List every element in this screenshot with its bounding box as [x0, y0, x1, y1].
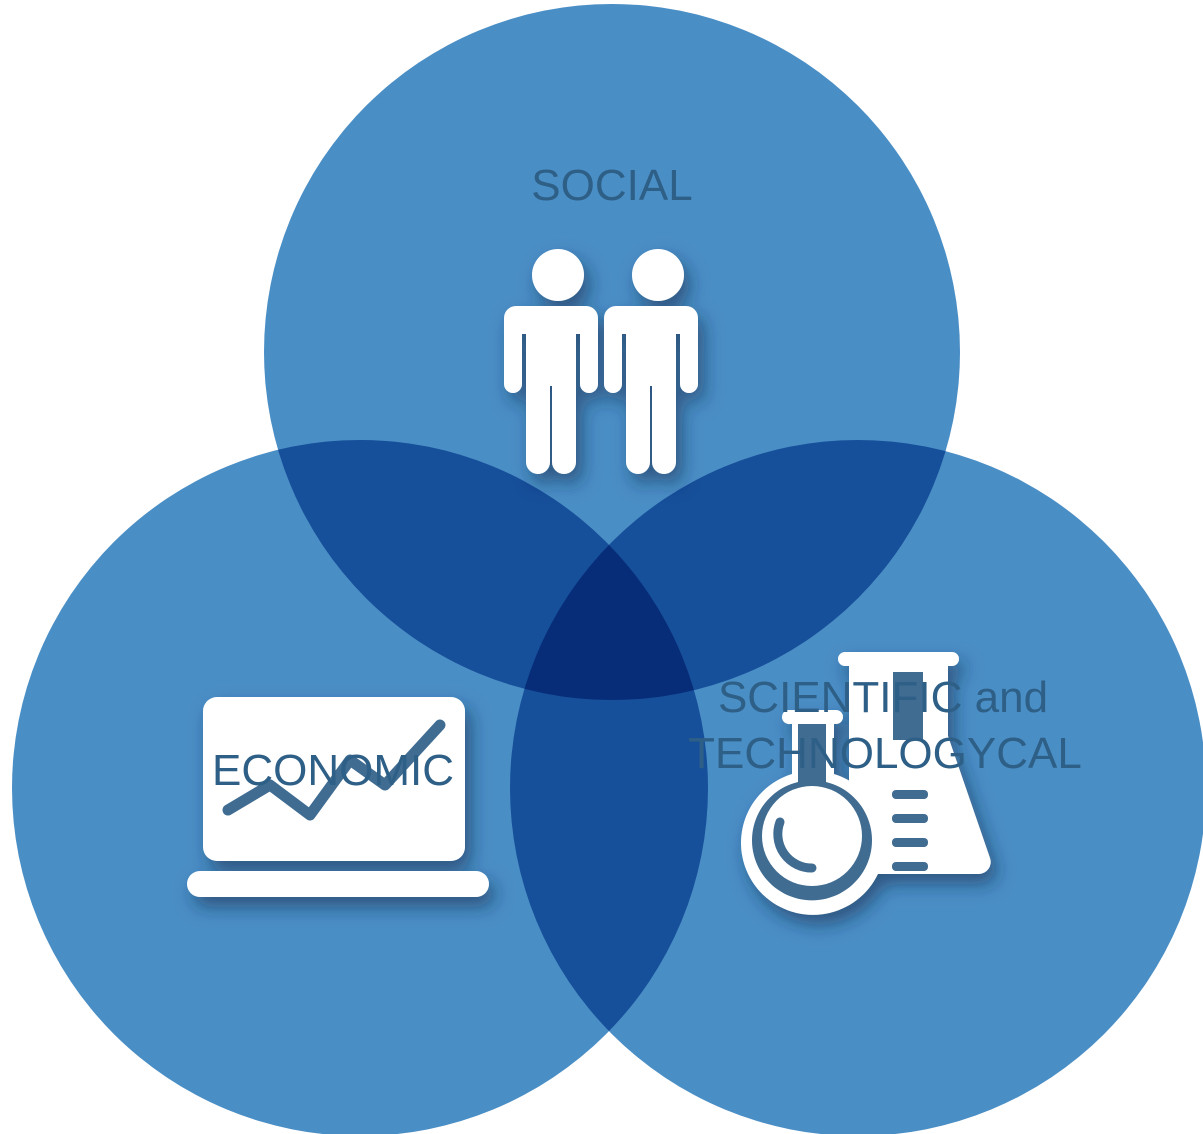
- economic-label: ECONOMIC: [212, 746, 454, 795]
- scientific-label-line-1: SCIENTIFIC and: [718, 673, 1048, 722]
- venn-circles: [12, 4, 1203, 1134]
- lab-flasks-icon: [740, 652, 991, 915]
- people-icon: [504, 249, 698, 474]
- social-label: SOCIAL: [531, 161, 692, 210]
- laptop-chart-icon: [187, 697, 489, 897]
- scientific-label-line-2: TECHNOLOGYCAL: [688, 729, 1082, 778]
